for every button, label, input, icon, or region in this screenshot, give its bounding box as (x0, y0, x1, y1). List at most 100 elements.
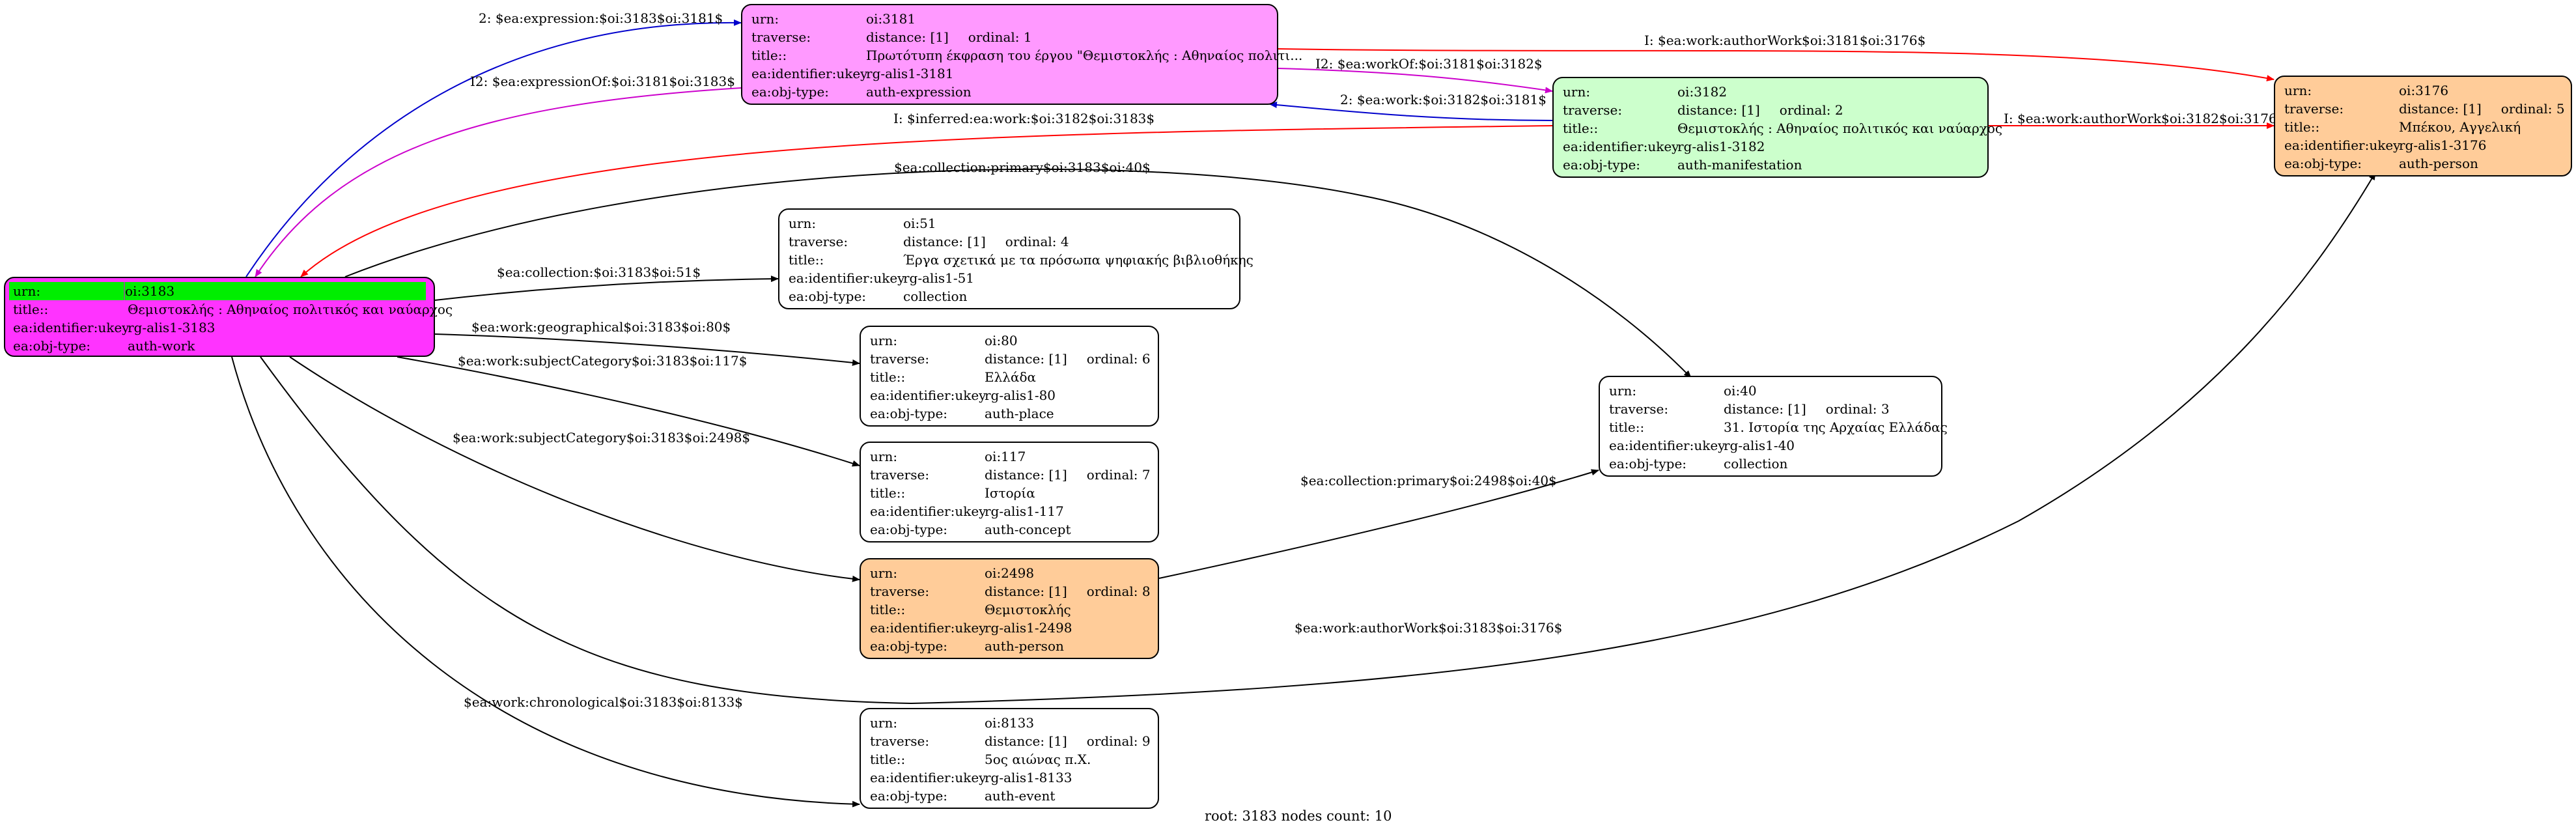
edge-e11 (397, 356, 860, 467)
field-value: rg-alis1-3181 (866, 64, 1277, 83)
node-row: urn:oi:3183 (9, 282, 426, 300)
field-value-text: oi:3182 (1677, 84, 1728, 100)
field-value-text: collection (903, 289, 968, 304)
field-value-text: oi:40 (1724, 383, 1757, 399)
field-key: ea:obj-type: (870, 406, 948, 421)
edge-e4 (1278, 68, 1553, 94)
field-value-text: Θεμιστοκλής : Αθηναίος πολιτικός και ναύ… (128, 302, 453, 317)
edge-label-e12: $ea:work:subjectCategory$oi:3183$oi:2498… (453, 430, 751, 445)
field-value-text: distance: [1] (985, 351, 1067, 367)
edge-e3 (1278, 48, 2275, 81)
field-value: oi:8133 (985, 714, 1158, 732)
field-key: urn: (1563, 84, 1591, 100)
node-row: traverse:distance: [1]ordinal: 5 (2284, 100, 2571, 118)
field-value-text: rg-alis1-40 (1724, 438, 1795, 453)
node-row: traverse:distance: [1]ordinal: 9 (870, 732, 1158, 750)
field-value: distance: [1]ordinal: 4 (903, 232, 1239, 251)
field-value: rg-alis1-8133 (985, 768, 1158, 787)
node-oi-3176[interactable]: urn: oi:3176 traverse:distance: [1]ordinal… (2274, 76, 2572, 176)
field-value-text: Θεμιστοκλής : Αθηναίος πολιτικός και ναύ… (1677, 120, 2003, 136)
node-row: urn:oi:51 (789, 214, 1239, 232)
node-row: ea:obj-type:auth-manifestation (1563, 156, 1987, 174)
field-key: ea:obj-type: (870, 788, 948, 804)
field-value: distance: [1]ordinal: 8 (985, 582, 1158, 600)
field-key: title:: (870, 369, 906, 385)
node-row: title::Ελλάδα (870, 368, 1158, 386)
field-value-text: rg-alis1-3182 (1677, 139, 1765, 154)
field-value: oi:80 (985, 331, 1158, 350)
edge-e14 (260, 172, 2376, 705)
edge-e7 (300, 125, 1553, 277)
field-value: Πρωτότυπη έκφραση του έργου "Θεμιστοκλής… (866, 46, 1302, 64)
node-row: title::31. Ιστορία της Αρχαίας Ελλάδας (1609, 418, 1948, 436)
node-row: ea:obj-type:collection (789, 287, 1239, 305)
field-value: Ελλάδα (985, 368, 1158, 386)
node-row: traverse:distance: [1]ordinal: 2 (1563, 101, 1987, 119)
field-value-text: oi:8133 (985, 715, 1035, 731)
field-key: urn: (2284, 83, 2312, 98)
field-value: rg-alis1-2498 (985, 619, 1158, 637)
node-row: ea:obj-type: auth-work (13, 337, 434, 355)
field-key: ea:identifier:ukey (1609, 438, 1726, 453)
field-key: title:: (13, 302, 49, 317)
node-row: ea:obj-type: auth-place (870, 404, 1158, 423)
field-value-text: Έργα σχετικά με τα πρόσωπα ψηφιακής βιβλ… (903, 252, 1253, 268)
field-value: rg-alis1-3176 (2399, 136, 2571, 154)
node-row: urn: oi:3182 (1563, 83, 1987, 101)
node-row: ea:obj-type:auth-expression (751, 83, 1277, 101)
field-key: traverse: (789, 234, 848, 249)
field-value-text: distance: [1] (985, 733, 1067, 749)
field-value-text: auth-event (985, 788, 1056, 804)
field-value: oi:3182 (1677, 83, 1987, 101)
field-key: urn: (751, 11, 779, 27)
node-row: ea:obj-type:auth-person (2284, 154, 2571, 173)
field-value-text: distance: [1] (1677, 102, 1760, 118)
field-key: urn: (870, 565, 898, 581)
field-key: ea:obj-type: (13, 338, 91, 354)
field-key: ea:identifier:ukey (870, 770, 987, 785)
node-row: ea:obj-type:auth-concept (870, 520, 1158, 539)
field-value-text: auth-work (128, 338, 195, 354)
field-key: ea:obj-type: (1609, 456, 1687, 472)
field-key: traverse: (870, 351, 930, 367)
field-key: ea:identifier:ukey (1563, 139, 1679, 154)
node-row: urn:oi:117 (870, 447, 1158, 466)
field-value: oi:117 (985, 447, 1158, 466)
field-value-ordinal: ordinal: 7 (1086, 467, 1151, 483)
edge-e1 (245, 19, 742, 277)
field-value-text: rg-alis1-2498 (985, 620, 1072, 636)
edge-label-e7: I: $inferred:ea:work:$oi:3182$oi:3183$ (893, 111, 1155, 126)
field-value-text: oi:117 (985, 449, 1026, 464)
field-value: Ιστορία (985, 484, 1158, 502)
field-key: ea:obj-type: (2284, 156, 2362, 171)
field-value-text: distance: [1] (2399, 101, 2482, 117)
field-value: distance: [1]ordinal: 1 (866, 28, 1277, 46)
field-value: oi:3183 (125, 282, 426, 300)
field-key: traverse: (870, 467, 930, 483)
edge-e2 (255, 87, 742, 277)
field-value-text: oi:3176 (2399, 83, 2449, 98)
field-value-text: distance: [1] (1724, 401, 1806, 417)
field-value-text: collection (1724, 456, 1788, 472)
edge-label-e4: I2: $ea:workOf:$oi:3181$oi:3182$ (1315, 56, 1543, 72)
node-row: urn:oi:3181 (751, 10, 1277, 28)
field-value: rg-alis1-51 (903, 269, 1239, 287)
field-value-text: Ελλάδα (985, 369, 1037, 385)
field-value: auth-place (985, 404, 1158, 423)
field-value: Θεμιστοκλής : Αθηναίος πολιτικός και ναύ… (1677, 119, 2002, 137)
field-value-text: Θεμιστοκλής (985, 602, 1071, 617)
field-value: rg-alis1-80 (985, 386, 1158, 404)
node-row: title::Θεμιστοκλής : Αθηναίος πολιτικός … (1563, 119, 2002, 137)
edge-label-e13: $ea:collection:primary$oi:2498$oi:40$ (1300, 473, 1557, 488)
node-row: traverse:distance: [1]ordinal: 6 (870, 350, 1158, 368)
node-oi-51[interactable]: urn:oi:51 traverse: distance: [1]ordinal: … (778, 208, 1253, 309)
